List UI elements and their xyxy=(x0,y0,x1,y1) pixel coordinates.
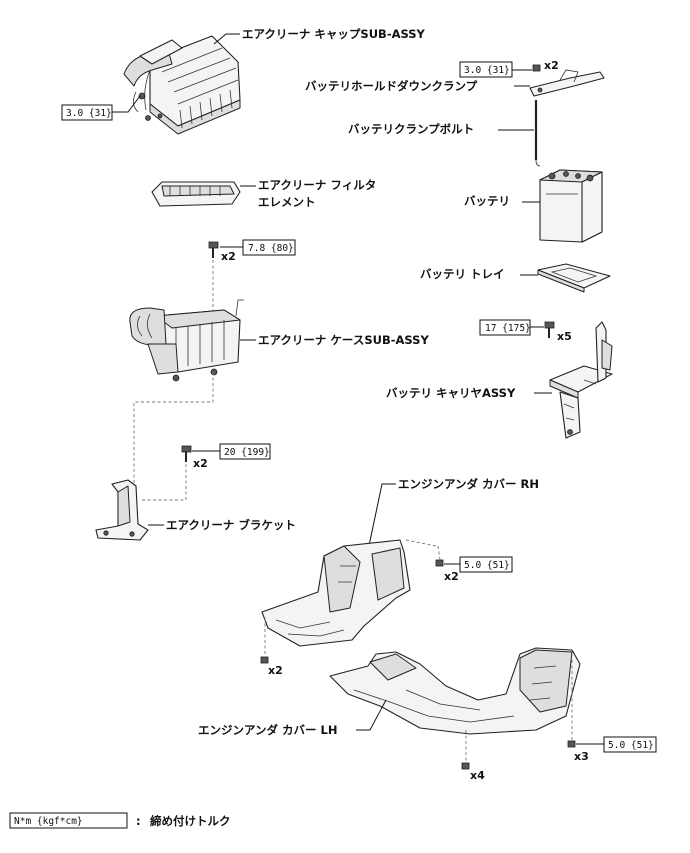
count-rh-front: x2 xyxy=(268,664,283,677)
label-hold-down-clamp: バッテリホールドダウンクランプ xyxy=(305,79,478,93)
label-air-cleaner-case: エアクリーナ ケースSUB-ASSY xyxy=(258,333,429,347)
count-clamp: x2 xyxy=(544,59,559,72)
count-rh-bolt: x2 xyxy=(444,570,459,583)
count-carrier-bolt: x5 xyxy=(557,330,572,343)
label-clamp-bolt: バッテリクランプボルト xyxy=(348,122,474,136)
hold-down-clamp-drawing xyxy=(529,69,605,97)
label-battery-tray: バッテリ トレイ xyxy=(420,267,505,281)
lh-center-bolt-icon xyxy=(461,762,470,770)
battery-carrier-drawing xyxy=(549,321,613,439)
legend-separator: : xyxy=(136,814,141,828)
label-air-filter-2: エレメント xyxy=(258,195,316,209)
air-cleaner-cap-drawing xyxy=(123,35,241,135)
clamp-nut-icon xyxy=(532,64,541,72)
case-bolt-icon xyxy=(208,241,219,258)
label-air-cleaner-bracket: エアクリーナ ブラケット xyxy=(166,518,296,532)
label-air-filter-1: エアクリーナ フィルタ xyxy=(258,178,376,192)
air-cleaner-bracket-drawing xyxy=(95,479,149,541)
legend-meaning: 締め付けトルク xyxy=(150,814,231,828)
air-cleaner-case-drawing xyxy=(129,299,244,382)
label-under-cover-lh: エンジンアンダ カバー LH xyxy=(198,723,338,737)
torque-bracket-bolt: 20 {199} xyxy=(224,447,270,458)
lh-rear-bolt-icon xyxy=(567,740,576,748)
count-lh-rear: x3 xyxy=(574,750,589,763)
count-lh-center: x4 xyxy=(470,769,485,782)
torque-lh-bolt: 5.0 {51} xyxy=(608,740,654,751)
label-battery-carrier: バッテリ キャリヤASSY xyxy=(386,386,516,400)
bracket-bolt-icon xyxy=(181,445,192,462)
torque-clamp: 3.0 {31} xyxy=(464,65,510,76)
label-battery: バッテリ xyxy=(464,194,510,208)
rh-front-bolt-icon xyxy=(260,656,269,664)
torque-carrier-bolt: 17 {175} xyxy=(485,323,531,334)
under-cover-lh-drawing xyxy=(329,647,581,735)
torque-rh-bolt: 5.0 {51} xyxy=(464,560,510,571)
clamp-bolt-drawing xyxy=(534,100,541,167)
under-cover-rh-drawing xyxy=(261,539,411,647)
torque-box-rh-bolt xyxy=(459,556,513,573)
count-bracket-bolt: x2 xyxy=(193,457,208,470)
carrier-bolt-icon xyxy=(544,321,555,338)
label-under-cover-rh: エンジンアンダ カバー RH xyxy=(398,477,539,491)
torque-cap: 3.0 {31} xyxy=(66,108,112,119)
legend-unit: N*m {kgf*cm} xyxy=(14,816,83,827)
air-filter-drawing xyxy=(151,181,241,207)
label-air-cleaner-cap: エアクリーナ キャップSUB-ASSY xyxy=(242,27,426,41)
torque-case-bolt: 7.8 {80} xyxy=(248,243,294,254)
count-case-bolt: x2 xyxy=(221,250,236,263)
rh-bolt-icon xyxy=(435,559,444,567)
torque-box-lh-bolt xyxy=(603,736,657,753)
rh-leader xyxy=(365,483,396,561)
battery-tray-drawing xyxy=(537,263,611,293)
lh-leader xyxy=(356,699,387,731)
battery-drawing xyxy=(539,169,603,243)
legend-unit-box xyxy=(9,812,128,829)
